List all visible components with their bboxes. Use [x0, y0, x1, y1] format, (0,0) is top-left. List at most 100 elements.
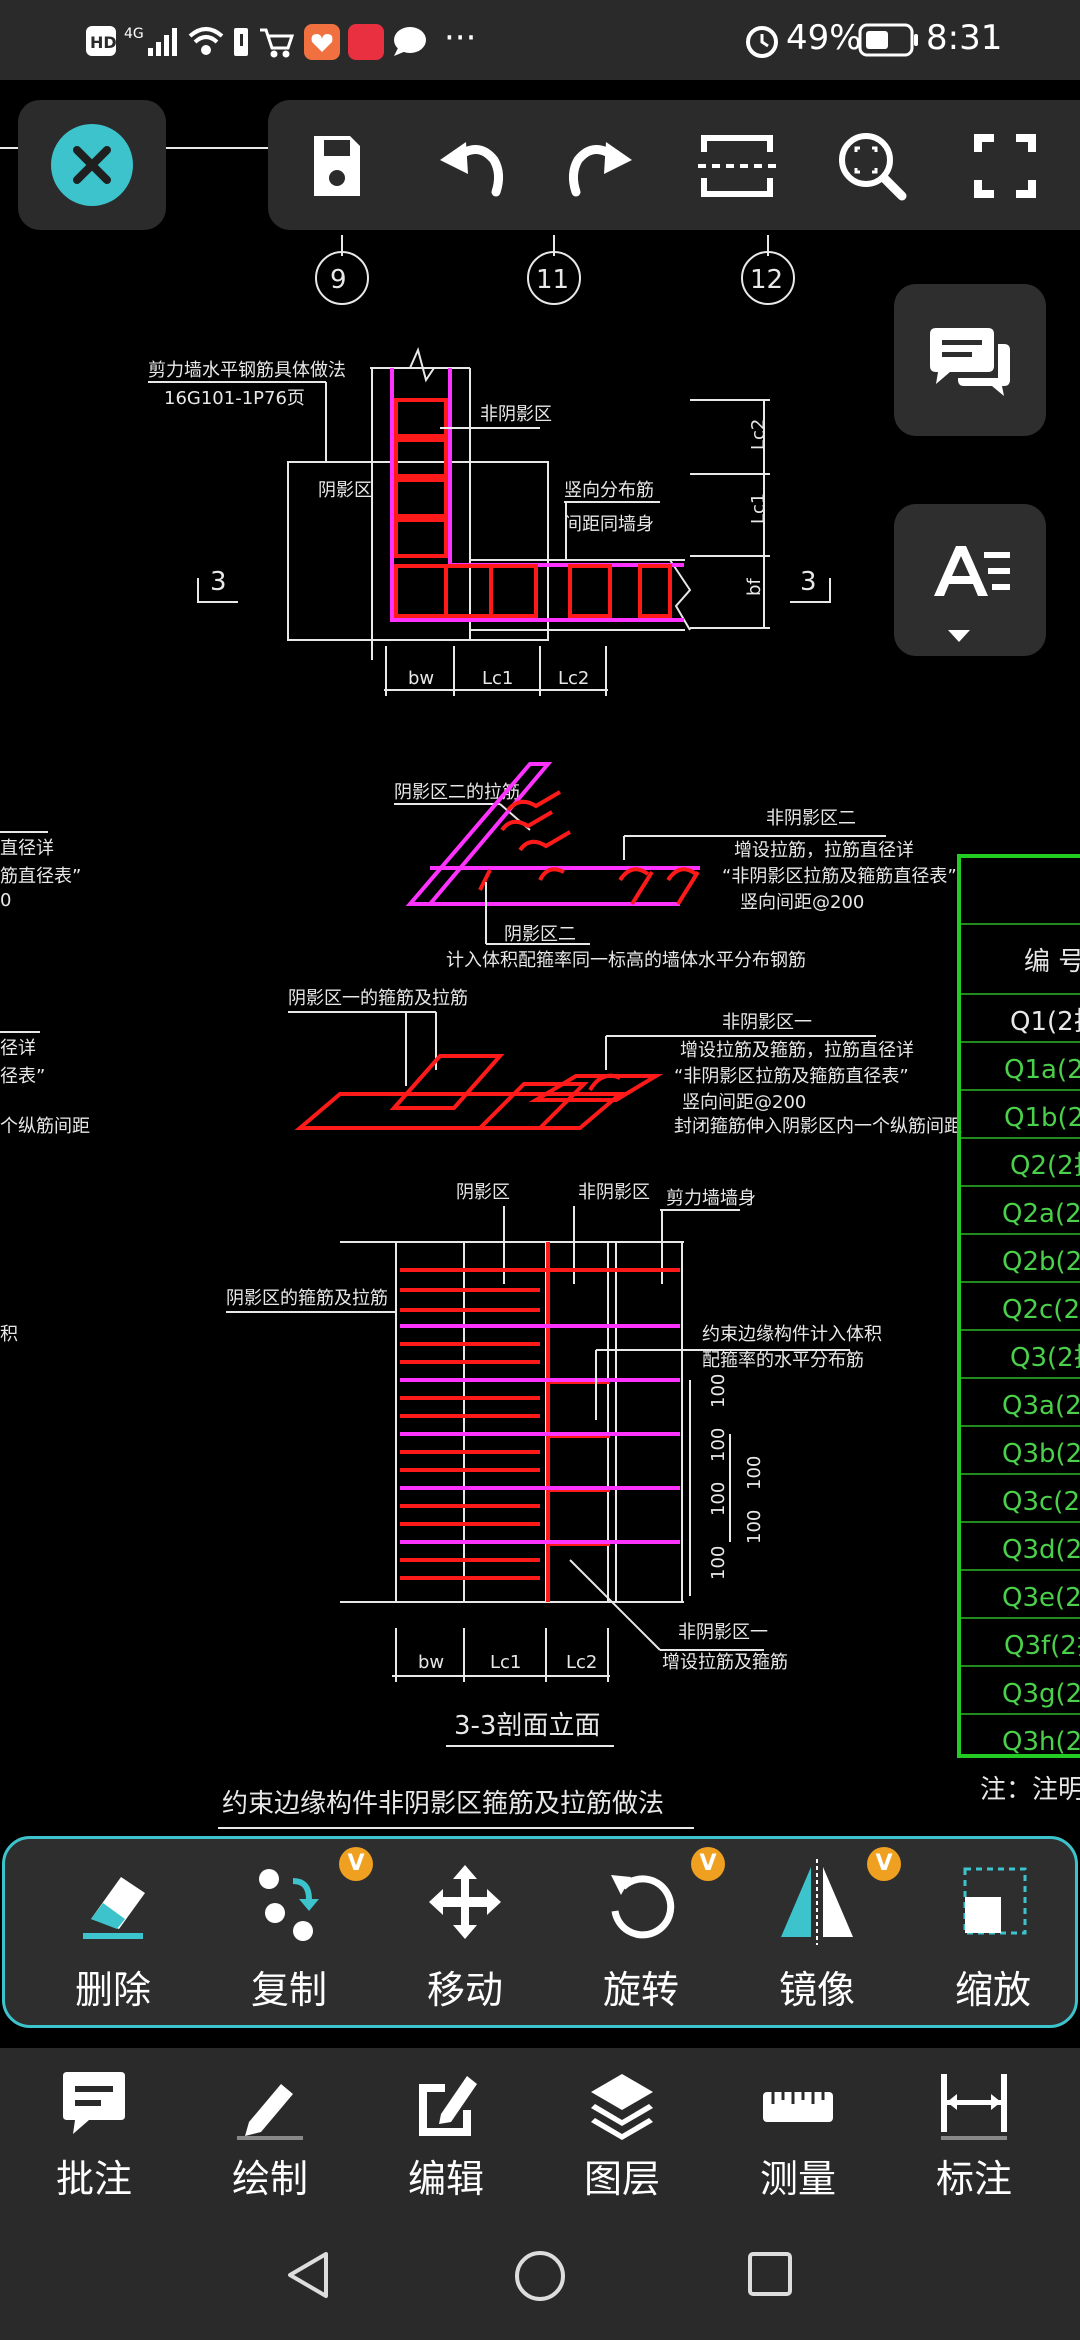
table-rows: Q1(2排 Q1a(2排 Q1b(2排 Q2(2排 Q2a(2排 Q2b(2排 … — [1002, 1007, 1080, 1757]
eraser-icon — [83, 1877, 145, 1939]
dim-100-e: 100 — [744, 1510, 765, 1544]
annotate-icon — [63, 2072, 125, 2134]
hd-icon — [86, 26, 116, 56]
copy-button[interactable]: V 复制 — [201, 1839, 377, 2025]
measure-tab[interactable]: 测量 — [710, 2048, 886, 2208]
mirror-button[interactable]: V 镜像 — [729, 1839, 905, 2025]
fullscreen-button[interactable] — [950, 100, 1060, 230]
home-button[interactable] — [512, 2248, 568, 2304]
vertical-spacing-2: 竖向间距@200 — [682, 1092, 806, 1113]
left-partial-6: 个纵筋间距 — [0, 1116, 90, 1137]
top-note-1: 剪力墙水平钢筋具体做法 — [148, 360, 346, 381]
mirror-label: 镜像 — [778, 1968, 855, 2012]
table-row: Q2(2排 — [1010, 1151, 1080, 1181]
table-row: Q3g(2排 — [1002, 1679, 1080, 1709]
comment-button[interactable] — [894, 284, 1046, 436]
table-row: Q3c(2排 — [1002, 1487, 1080, 1517]
scale-button[interactable]: 缩放 — [905, 1839, 1080, 2025]
table-row: Q3b(2排 — [1002, 1439, 1080, 1469]
table-ref-2: “非阴影区拉筋及箍筋直径表” — [674, 1066, 909, 1087]
battery-icon — [858, 23, 918, 57]
left-partial-1: 直径详 — [0, 838, 54, 859]
redo-icon — [568, 142, 632, 197]
main-title: 约束边缘构件非阴影区箍筋及拉筋做法 — [222, 1789, 664, 1819]
draw-tab[interactable]: 绘制 — [182, 2048, 358, 2208]
copy-icon — [259, 1869, 319, 1941]
edit-tab[interactable]: 编辑 — [358, 2048, 534, 2208]
zoom-select-icon — [839, 133, 907, 201]
dim-lc1-bottom: Lc1 — [490, 1652, 521, 1673]
table-row: Q3h(2排 — [1002, 1727, 1080, 1757]
status-time: 8:31 — [926, 18, 1003, 58]
label-non-shadow-elev: 非阴影区 — [578, 1182, 650, 1203]
axis-label-9: 9 — [330, 265, 347, 295]
dim-lc1-right: Lc1 — [748, 493, 769, 524]
label-shadow-stirrups: 阴影区的箍筋及拉筋 — [226, 1288, 388, 1309]
close-button[interactable] — [18, 100, 166, 230]
left-partial-2: 筋直径表” — [0, 866, 81, 887]
add-ties-note: 增设拉筋，拉筋直径详 — [734, 840, 914, 861]
dim-lc2-bottom: Lc2 — [566, 1652, 597, 1673]
closed-stirrup-note: 封闭箍筋伸入阴影区内一个纵筋间距 — [674, 1116, 962, 1137]
wifi-icon — [188, 27, 224, 55]
mirror-vip-badge: V — [867, 1847, 901, 1881]
section-mark-right: 3 — [800, 567, 817, 597]
redo-button[interactable] — [548, 100, 658, 230]
layers-tab[interactable]: 图层 — [534, 2048, 710, 2208]
text-style-button[interactable] — [894, 504, 1046, 656]
move-button[interactable]: 移动 — [377, 1839, 553, 2025]
label-shear-wall: 剪力墙墙身 — [666, 1188, 756, 1209]
delete-button[interactable]: 删除 — [25, 1839, 201, 2025]
label-shadow-elev: 阴影区 — [456, 1182, 510, 1203]
dim-100-f: 100 — [708, 1546, 729, 1580]
mirror-icon — [781, 1859, 853, 1945]
left-partial-7: 积 — [0, 1324, 18, 1345]
dim-lc2-top: Lc2 — [558, 668, 589, 689]
bottom-toolbar: 批注 绘制 编辑 图层 测量 — [0, 2048, 1080, 2208]
left-partial-4: 径详 — [0, 1038, 36, 1059]
svg-text:4G: 4G — [124, 26, 144, 42]
zoom-select-button[interactable] — [816, 100, 926, 230]
label-non-shadow1: 非阴影区一 — [722, 1012, 812, 1033]
annotate-label: 批注 — [55, 2157, 132, 2201]
chevron-down-icon — [948, 630, 970, 642]
status-bar: HD 4G ··· 49% 8:31 — [0, 0, 1080, 80]
ruler-icon — [763, 2092, 833, 2122]
vertical-spacing-1: 竖向间距@200 — [740, 892, 864, 913]
dimension-tab[interactable]: 标注 — [886, 2048, 1062, 2208]
close-icon — [51, 124, 133, 206]
cad-drawing-canvas[interactable]: 9 11 12 剪力墙水平钢筋具体做法 16G101-1P76页 非阴影区 阴影… — [0, 80, 1080, 1835]
table-header: 编 号 — [1024, 947, 1080, 977]
label-non-shadow2: 非阴影区二 — [766, 808, 856, 829]
undo-button[interactable] — [414, 100, 524, 230]
label-shadow: 阴影区 — [318, 480, 372, 501]
recents-button[interactable] — [746, 2250, 796, 2300]
system-navigation-bar — [0, 2208, 1080, 2340]
rotate-vip-badge: V — [691, 1847, 725, 1881]
dim-bf: bf — [744, 578, 765, 596]
top-toolbar — [268, 100, 1080, 230]
annotate-tab[interactable]: 批注 — [6, 2048, 182, 2208]
dim-100-a: 100 — [708, 1374, 729, 1408]
dimension-label: 标注 — [935, 2157, 1012, 2201]
crop-button[interactable] — [682, 100, 792, 230]
axis-label-11: 11 — [536, 265, 569, 295]
dim-100-d: 100 — [708, 1482, 729, 1516]
label-shadow1-stirrups: 阴影区一的箍筋及拉筋 — [288, 988, 468, 1009]
add-stirrups-note: 增设拉筋及箍筋，拉筋直径详 — [680, 1040, 914, 1061]
edit-toolbar: 删除 V 复制 移动 V 旋转 V 镜像 — [2, 1836, 1078, 2028]
rotate-button[interactable]: V 旋转 — [553, 1839, 729, 2025]
table-row: Q3f(2排 — [1004, 1631, 1080, 1661]
table-row: Q3d(2排 — [1002, 1535, 1080, 1565]
left-partial-5: 径表” — [0, 1066, 45, 1087]
save-button[interactable] — [280, 100, 390, 230]
label-shadow2: 阴影区二 — [504, 924, 576, 945]
back-button[interactable] — [282, 2248, 332, 2302]
chat-bubble-icon — [394, 27, 426, 56]
table-ref-1: “非阴影区拉筋及箍筋直径表” — [722, 866, 957, 887]
dim-bw-bottom: bw — [418, 1652, 444, 1673]
count-note: 计入体积配箍率同一标高的墙体水平分布钢筋 — [446, 950, 806, 971]
fullscreen-icon — [974, 134, 1036, 198]
move-arrows-icon — [429, 1865, 501, 1939]
pencil-icon — [237, 2084, 303, 2140]
